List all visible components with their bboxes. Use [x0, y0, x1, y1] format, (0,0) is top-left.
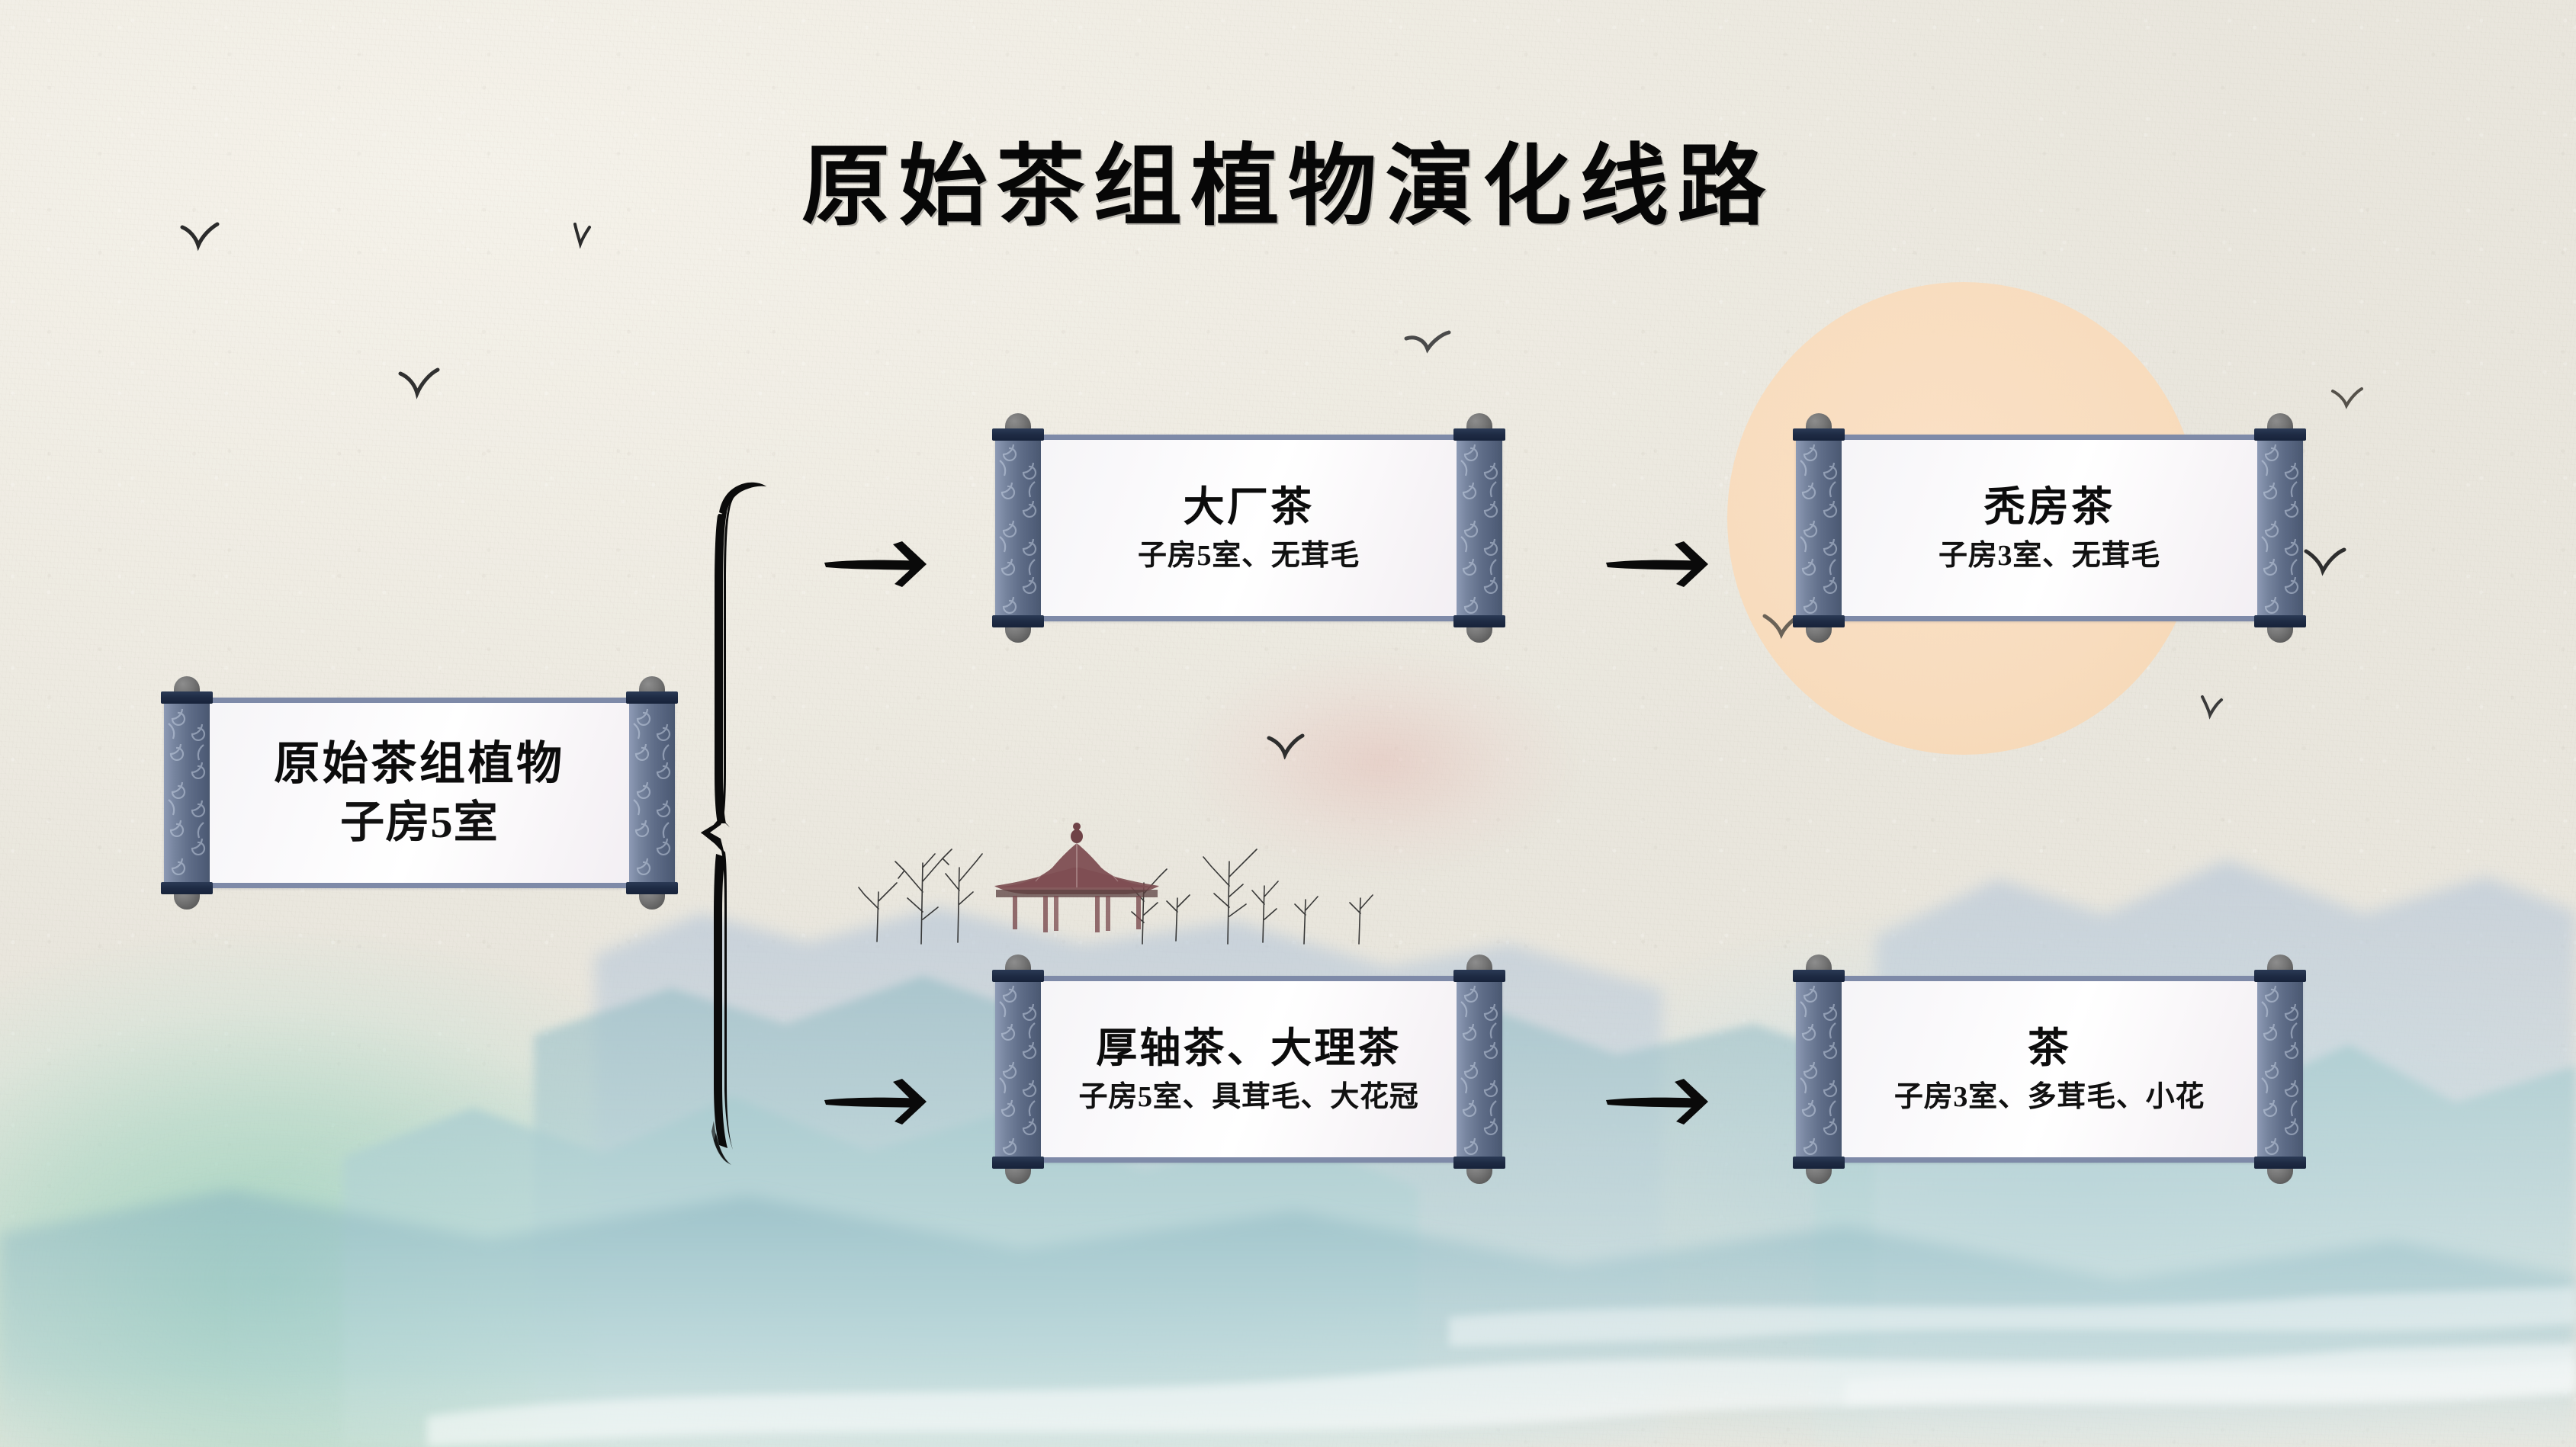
arrow-icon-root-to-houzhoucha — [824, 1079, 927, 1125]
scroll-roller-right — [626, 676, 678, 910]
scroll-roller-left — [1793, 413, 1845, 643]
scroll-paper-surface — [1796, 435, 2303, 621]
scroll-roller-left — [1793, 955, 1845, 1184]
node-dachangcha[interactable]: 大厂茶 子房5室、无茸毛 — [992, 413, 1505, 643]
flying-bird-icon — [1404, 330, 1451, 354]
flying-bird-icon — [2304, 547, 2346, 576]
node-houzhoucha-dalicha-content: 厚轴茶、大理茶 子房5室、具茸毛、大花冠 — [1041, 976, 1457, 1163]
scroll-roller-right — [1453, 955, 1505, 1184]
node-dachangcha-content: 大厂茶 子房5室、无茸毛 — [1041, 435, 1457, 621]
node-houzhoucha-dalicha-subtitle: 子房5室、具茸毛、大花冠 — [1078, 1080, 1419, 1113]
scroll-roller-right — [2254, 955, 2306, 1184]
flying-bird-icon — [573, 223, 591, 249]
page-title: 原始茶组植物演化线路 — [801, 139, 1775, 236]
flying-bird-icon — [398, 367, 440, 399]
node-root-subtitle: 子房5室 — [340, 797, 499, 848]
flying-bird-icon — [1267, 733, 1305, 759]
arrow-icon-root-to-dachangcha — [824, 541, 927, 587]
node-root[interactable]: 原始茶组植物 子房5室 — [161, 676, 678, 910]
flying-bird-icon — [2331, 387, 2363, 409]
flying-bird-icon — [180, 222, 220, 252]
node-tufangcha-content: 秃房茶 子房3室、无茸毛 — [1842, 435, 2257, 621]
arrow-icon-dachangcha-to-tufangcha — [1606, 541, 1708, 587]
scroll-paper-surface — [995, 976, 1502, 1163]
node-tufangcha[interactable]: 秃房茶 子房3室、无茸毛 — [1793, 413, 2306, 643]
brace-icon — [701, 482, 766, 1165]
scroll-roller-right — [1453, 413, 1505, 643]
scroll-paper-surface — [995, 435, 1502, 621]
node-root-content: 原始茶组植物 子房5室 — [210, 698, 629, 888]
node-dachangcha-title: 大厂茶 — [1183, 484, 1315, 531]
node-cha-subtitle: 子房3室、多茸毛、小花 — [1893, 1080, 2205, 1113]
node-houzhoucha-dalicha-title: 厚轴茶、大理茶 — [1096, 1025, 1402, 1072]
scroll-paper-surface — [164, 698, 675, 888]
scroll-roller-left — [992, 955, 1044, 1184]
scroll-roller-left — [161, 676, 213, 910]
flying-bird-icon — [2201, 695, 2223, 720]
node-cha-content: 茶 子房3室、多茸毛、小花 — [1842, 976, 2257, 1163]
node-cha-title: 茶 — [2027, 1025, 2072, 1072]
scroll-paper-surface — [1796, 976, 2303, 1163]
node-tufangcha-subtitle: 子房3室、无茸毛 — [1938, 539, 2161, 572]
scroll-roller-left — [992, 413, 1044, 643]
scroll-roller-right — [2254, 413, 2306, 643]
arrow-icon-houzhoucha-to-cha — [1606, 1079, 1708, 1125]
chinese-pavilion-icon — [858, 823, 1373, 945]
node-houzhoucha-dalicha[interactable]: 厚轴茶、大理茶 子房5室、具茸毛、大花冠 — [992, 955, 1505, 1184]
node-root-title: 原始茶组植物 — [274, 738, 565, 789]
node-tufangcha-title: 秃房茶 — [1983, 484, 2115, 531]
node-cha[interactable]: 茶 子房3室、多茸毛、小花 — [1793, 955, 2306, 1184]
node-dachangcha-subtitle: 子房5室、无茸毛 — [1137, 539, 1360, 572]
